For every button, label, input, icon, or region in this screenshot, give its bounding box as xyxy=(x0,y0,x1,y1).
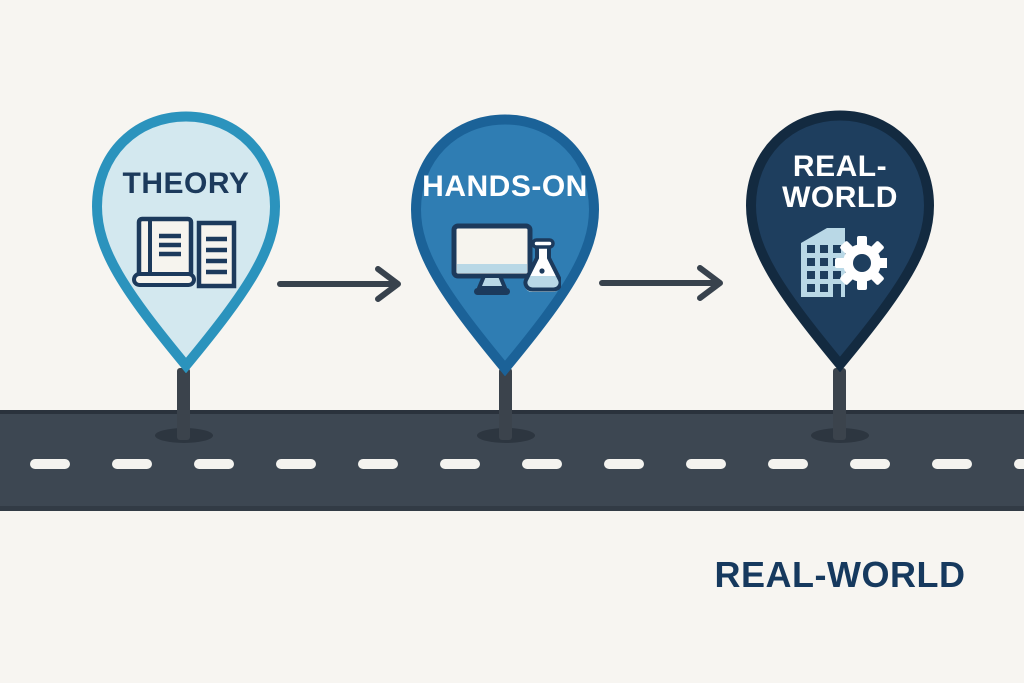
pin-label: REAL- WORLD xyxy=(745,150,935,215)
open-book-icon xyxy=(132,216,237,289)
road-dash xyxy=(30,459,70,469)
pin-label-line: HANDS-ON xyxy=(422,170,588,203)
road-dash xyxy=(686,459,726,469)
road-dash xyxy=(932,459,972,469)
pin-label: THEORY xyxy=(91,168,281,199)
road-dash xyxy=(850,459,890,469)
arrow-right-icon xyxy=(277,266,401,302)
road-dash xyxy=(276,459,316,469)
arrow-right-icon xyxy=(599,265,723,301)
pin-pole xyxy=(833,368,846,440)
pin-hands-on: HANDS-ON xyxy=(410,113,600,376)
building-and-gear-icon xyxy=(801,228,887,297)
road-dash xyxy=(194,459,234,469)
road-dash xyxy=(112,459,152,469)
road-dash xyxy=(440,459,480,469)
road-dash xyxy=(358,459,398,469)
pin-label: HANDS-ON xyxy=(410,171,600,202)
road-dash xyxy=(1014,459,1024,469)
monitor-and-flask-icon xyxy=(451,223,561,295)
road-dash xyxy=(604,459,644,469)
pin-real-world: REAL- WORLD xyxy=(745,109,935,372)
caption-real-world: REAL-WORLD xyxy=(714,554,966,595)
pin-pole xyxy=(177,368,190,440)
road-center-line xyxy=(30,459,1024,469)
road xyxy=(0,410,1024,511)
pin-label-line: WORLD xyxy=(782,181,898,215)
road-dash xyxy=(768,459,808,469)
pin-theory: THEORY xyxy=(91,110,281,373)
road-dash xyxy=(522,459,562,469)
pin-label-line: REAL- xyxy=(792,150,888,183)
pin-label-line: THEORY xyxy=(122,167,250,200)
pin-pole xyxy=(499,368,512,440)
